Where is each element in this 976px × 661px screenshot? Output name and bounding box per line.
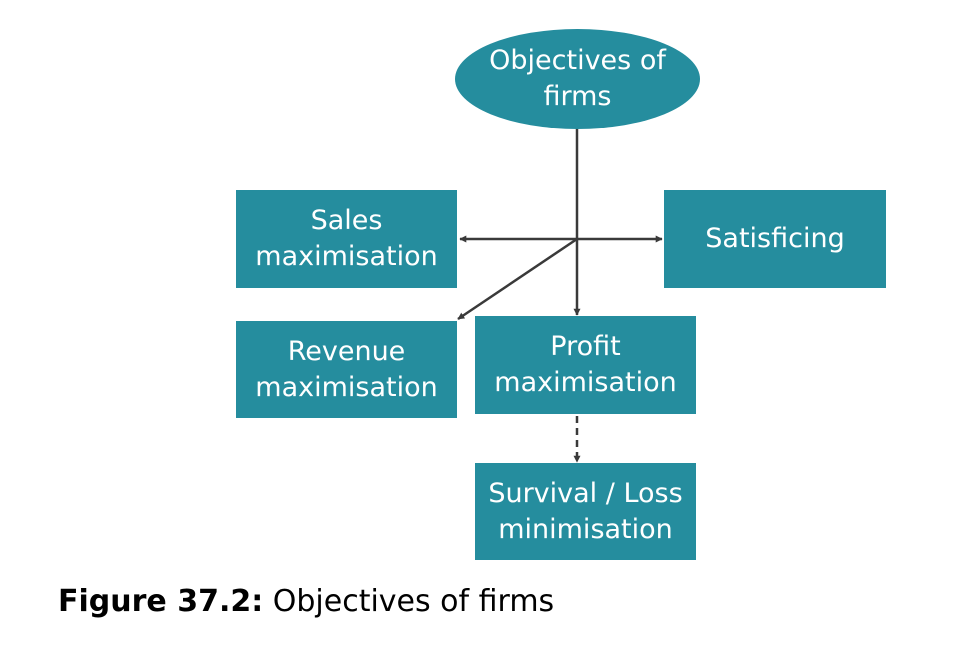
node-sales-maximisation: Sales maximisation — [236, 190, 457, 288]
node-survival-loss-minimisation: Survival / Loss minimisation — [475, 463, 696, 560]
figure-caption: Figure 37.2: Objectives of firms — [58, 584, 554, 619]
node-objectives-of-firms: Objectives of firms — [455, 29, 700, 129]
node-satisficing: Satisficing — [664, 190, 886, 288]
figure-caption-text: Objectives of firms — [263, 584, 555, 619]
figure-caption-label: Figure 37.2: — [58, 584, 264, 619]
node-profit-maximisation: Profit maximisation — [475, 316, 696, 414]
node-revenue-maximisation: Revenue maximisation — [236, 321, 457, 418]
arrow-to-revenue — [457, 237, 578, 321]
